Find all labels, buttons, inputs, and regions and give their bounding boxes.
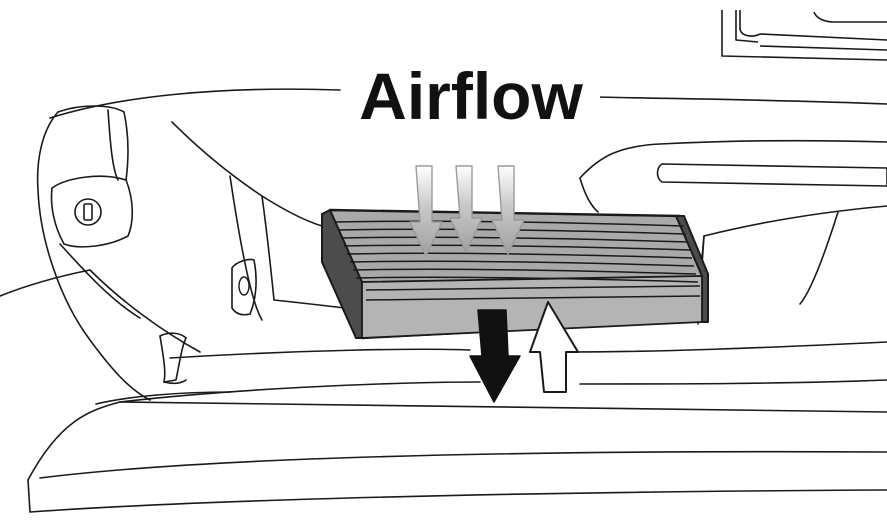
side-fastener-icon [238, 276, 250, 296]
install-arrow-up [529, 301, 579, 393]
airflow-arrow-2 [449, 165, 483, 253]
lock-keyhole-icon [74, 198, 102, 226]
remove-arrow-down [469, 309, 521, 403]
airflow-arrows [409, 165, 525, 257]
dash-vent [721, 10, 887, 61]
airflow-arrow-1 [409, 165, 443, 257]
airflow-title: Airflow [342, 58, 600, 134]
airflow-arrow-3 [491, 165, 525, 255]
